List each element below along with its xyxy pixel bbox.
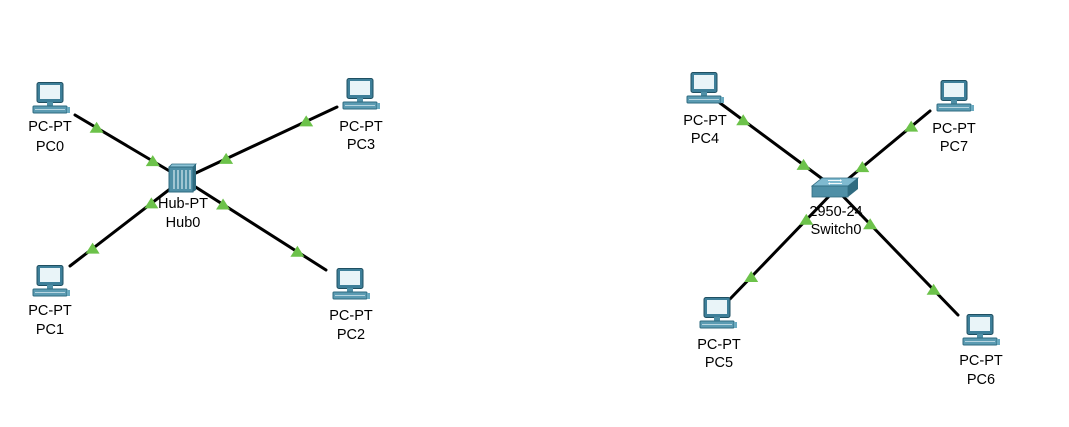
link-status-switch0-icon: [855, 161, 870, 173]
pc0-name-label: PC0: [36, 139, 64, 155]
link-status-pc5-icon: [744, 271, 759, 282]
link-pc0-hub0[interactable]: [73, 113, 185, 181]
hub0-device[interactable]: Hub-PT Hub0: [158, 163, 208, 231]
link-status-pc1-icon: [85, 242, 100, 254]
pc0-type-label: PC-PT: [28, 119, 72, 135]
pc2-type-label: PC-PT: [329, 308, 373, 324]
pc3-device[interactable]: PC-PT PC3: [339, 78, 383, 154]
pc4-type-label: PC-PT: [683, 113, 727, 129]
hub0-name-label: Hub0: [166, 215, 201, 231]
pc2-name-label: PC2: [337, 327, 365, 343]
pc1-device[interactable]: PC-PT PC1: [28, 265, 72, 339]
link-status-pc3-icon: [299, 115, 314, 127]
pc7-device[interactable]: PC-PT PC7: [932, 80, 976, 156]
link-status-hub0-icon: [145, 155, 160, 167]
pc7-name-label: PC7: [940, 139, 968, 155]
pc-icon[interactable]: [962, 314, 1000, 346]
pc5-type-label: PC-PT: [697, 337, 741, 353]
switch0-type-label: 2950-24: [809, 204, 862, 220]
pc-icon[interactable]: [332, 268, 370, 300]
pc2-device[interactable]: PC-PT PC2: [329, 268, 373, 344]
link-status-pc4-icon: [736, 114, 751, 126]
pc3-name-label: PC3: [347, 137, 375, 153]
link-status-switch0-icon: [796, 158, 811, 170]
pc-icon[interactable]: [32, 265, 70, 297]
pc1-name-label: PC1: [36, 322, 64, 338]
link-status-switch0-icon: [799, 213, 814, 225]
links-layer: [68, 101, 960, 317]
pc6-name-label: PC6: [967, 372, 995, 388]
link-pc3-hub0[interactable]: [181, 105, 339, 181]
pc6-type-label: PC-PT: [959, 353, 1003, 369]
link-status-hub0-icon: [144, 197, 159, 209]
pc5-device[interactable]: PC-PT PC5: [697, 297, 741, 372]
pc-icon[interactable]: [686, 72, 724, 104]
pc1-type-label: PC-PT: [28, 303, 72, 319]
link-status-pc6-icon: [926, 283, 941, 295]
pc0-device[interactable]: PC-PT PC0: [28, 82, 72, 156]
hub0-type-label: Hub-PT: [158, 196, 208, 212]
pc3-type-label: PC-PT: [339, 119, 383, 135]
pc4-device[interactable]: PC-PT PC4: [683, 72, 727, 148]
link-status-hub0-icon: [216, 198, 231, 210]
link-status-switch0-icon: [863, 218, 878, 230]
pc-icon[interactable]: [342, 78, 380, 110]
pc-icon[interactable]: [32, 82, 70, 114]
link-pc7-switch0[interactable]: [834, 109, 932, 191]
switch0-device[interactable]: 2950-24 Switch0: [809, 177, 863, 238]
switch-icon[interactable]: [811, 177, 859, 198]
pc-icon[interactable]: [936, 80, 974, 112]
link-status-pc2-icon: [290, 245, 305, 257]
pc4-name-label: PC4: [691, 131, 719, 147]
switch0-name-label: Switch0: [811, 222, 862, 238]
pc5-name-label: PC5: [705, 355, 733, 371]
pc7-type-label: PC-PT: [932, 121, 976, 137]
hub-icon[interactable]: [168, 163, 197, 193]
link-status-hub0-icon: [219, 152, 234, 164]
link-status-pc0-icon: [89, 121, 104, 133]
pc6-device[interactable]: PC-PT PC6: [959, 314, 1003, 389]
link-pc4-switch0[interactable]: [718, 101, 838, 191]
link-status-pc7-icon: [904, 120, 919, 132]
pc-icon[interactable]: [699, 297, 737, 329]
link-pc2-hub0[interactable]: [181, 177, 328, 272]
